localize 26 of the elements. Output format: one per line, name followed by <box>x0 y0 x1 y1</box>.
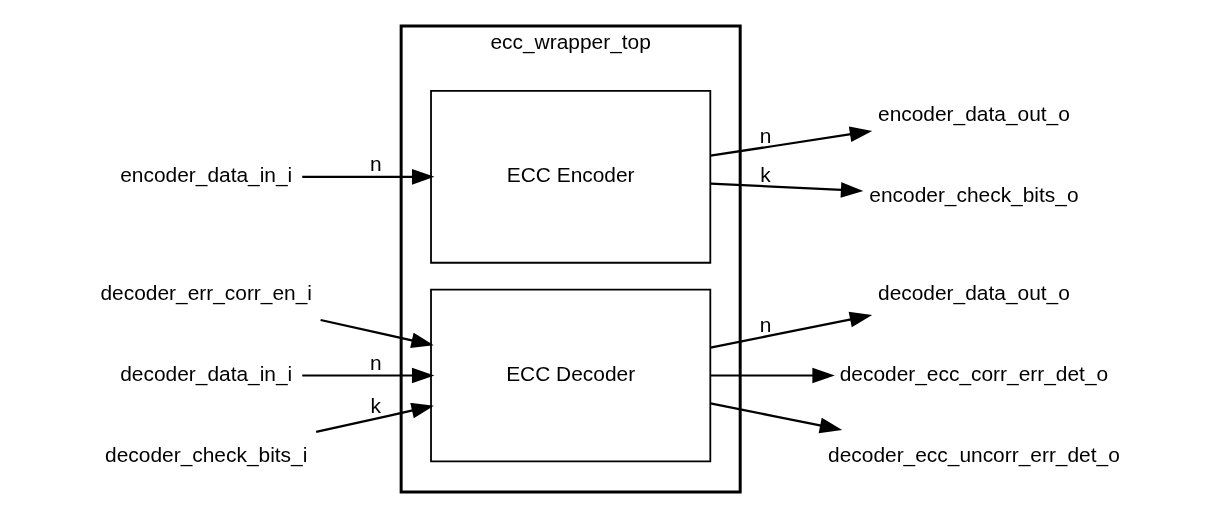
node-text: decoder_ecc_uncorr_err_det_o <box>828 442 1120 466</box>
arrow <box>302 367 435 384</box>
edge-label: k <box>760 162 771 186</box>
node-text: decoder_err_corr_en_i <box>100 281 312 305</box>
node-text: decoder_ecc_corr_err_det_o <box>839 362 1109 386</box>
node-box: ECC Encoder <box>430 90 712 264</box>
arrow <box>710 311 873 349</box>
arrow <box>710 402 843 434</box>
edge-label: n <box>759 313 772 337</box>
arrow <box>315 402 434 434</box>
arrow <box>710 126 873 157</box>
node-text: encoder_check_bits_o <box>869 182 1079 206</box>
node-text: decoder_data_out_o <box>878 281 1070 305</box>
node-text: decoder_data_in_i <box>120 362 293 386</box>
arrow <box>320 318 434 349</box>
arrow <box>710 182 864 198</box>
edge-label: n <box>759 123 772 147</box>
node-text: encoder_data_out_o <box>878 102 1070 126</box>
node-text: decoder_check_bits_i <box>105 442 308 466</box>
node-text: encoder_data_in_i <box>120 163 293 187</box>
node-box: ECC Decoder <box>430 288 712 463</box>
edge-label: n <box>369 350 382 374</box>
arrow <box>710 367 835 384</box>
arrow <box>302 169 435 185</box>
edge-label: k <box>370 394 381 418</box>
edge-label: n <box>369 152 382 176</box>
